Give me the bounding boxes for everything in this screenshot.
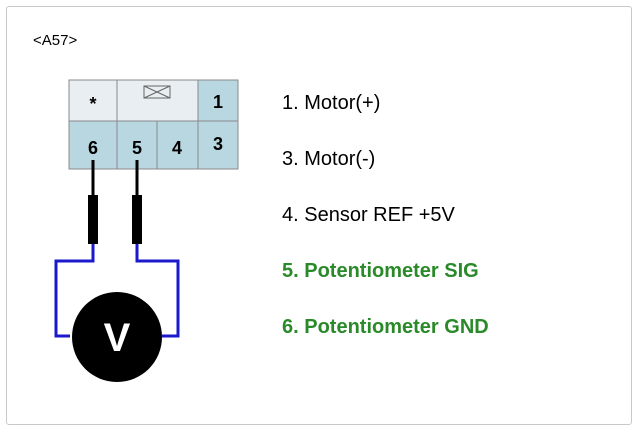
pin-item-3: 3. Motor(-) xyxy=(282,148,376,170)
cell-top-0-text: * xyxy=(89,94,96,114)
connector-label: <A57> xyxy=(33,32,78,49)
probe-pin-6 xyxy=(88,195,98,244)
cell-bottom-2-text: 4 xyxy=(172,138,182,158)
voltmeter-icon xyxy=(72,292,162,382)
cell-bottom-1-text: 5 xyxy=(132,138,142,158)
probe-pin-5 xyxy=(132,195,142,244)
pin-item-4: 4. Sensor REF +5V xyxy=(282,204,455,226)
cell-bottom-3-text: 3 xyxy=(213,134,223,154)
pin-item-5: 5. Potentiometer SIG xyxy=(282,260,479,282)
cell-bottom-2 xyxy=(156,120,199,170)
wire-pin-6 xyxy=(54,244,95,338)
cell-top-2-text: 1 xyxy=(213,92,223,112)
pin-item-1: 1. Motor(+) xyxy=(282,92,381,114)
cell-top-2 xyxy=(197,79,239,122)
wire-pin-5 xyxy=(135,244,180,338)
pin-list: 1. Motor(+) 3. Motor(-) 4. Sensor REF +5… xyxy=(282,90,489,370)
cell-bottom-0-text: 6 xyxy=(88,138,98,158)
cell-bottom-3 xyxy=(197,120,239,170)
voltmeter-label: V xyxy=(104,316,131,360)
pin-item-6: 6. Potentiometer GND xyxy=(282,316,489,338)
connector-lock-icon xyxy=(143,85,171,99)
